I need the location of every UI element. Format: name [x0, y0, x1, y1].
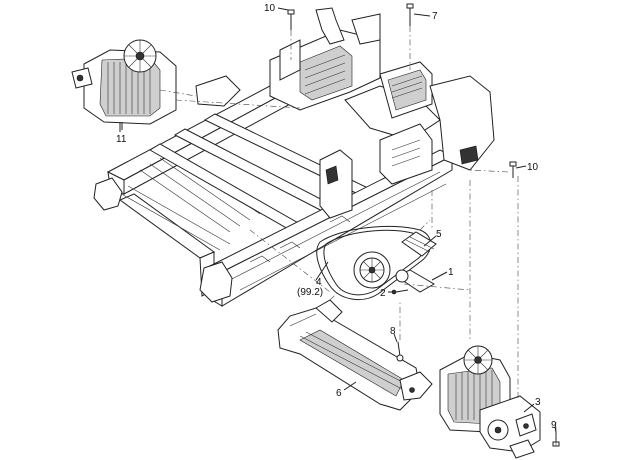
callout-5: 5 — [436, 229, 442, 240]
callout-1: 1 — [448, 267, 454, 278]
callout-9: 9 — [551, 420, 557, 431]
callout-11: 11 — [116, 134, 127, 145]
assembly-lines — [159, 26, 557, 446]
callout-10-top: 10 — [264, 3, 276, 14]
callout-7: 7 — [432, 11, 438, 22]
drive-belt-assembly — [316, 225, 437, 301]
lower-frame-rail — [277, 299, 433, 411]
leader-lines — [121, 7, 557, 433]
callout-labels: 10 7 11 10 5 1 4 (99.2) 2 8 6 3 9 — [116, 3, 557, 431]
callout-4: 4 — [316, 277, 322, 288]
chassis-frame — [93, 7, 495, 307]
callout-10-right: 10 — [527, 162, 539, 173]
callout-6: 6 — [336, 388, 342, 399]
callout-4-length: (99.2) — [297, 287, 323, 298]
callout-3: 3 — [535, 397, 541, 408]
transmission-assembly-left — [71, 39, 177, 132]
callout-2: 2 — [380, 288, 386, 299]
callout-8: 8 — [390, 326, 396, 337]
transmission-assembly-right — [439, 345, 541, 459]
